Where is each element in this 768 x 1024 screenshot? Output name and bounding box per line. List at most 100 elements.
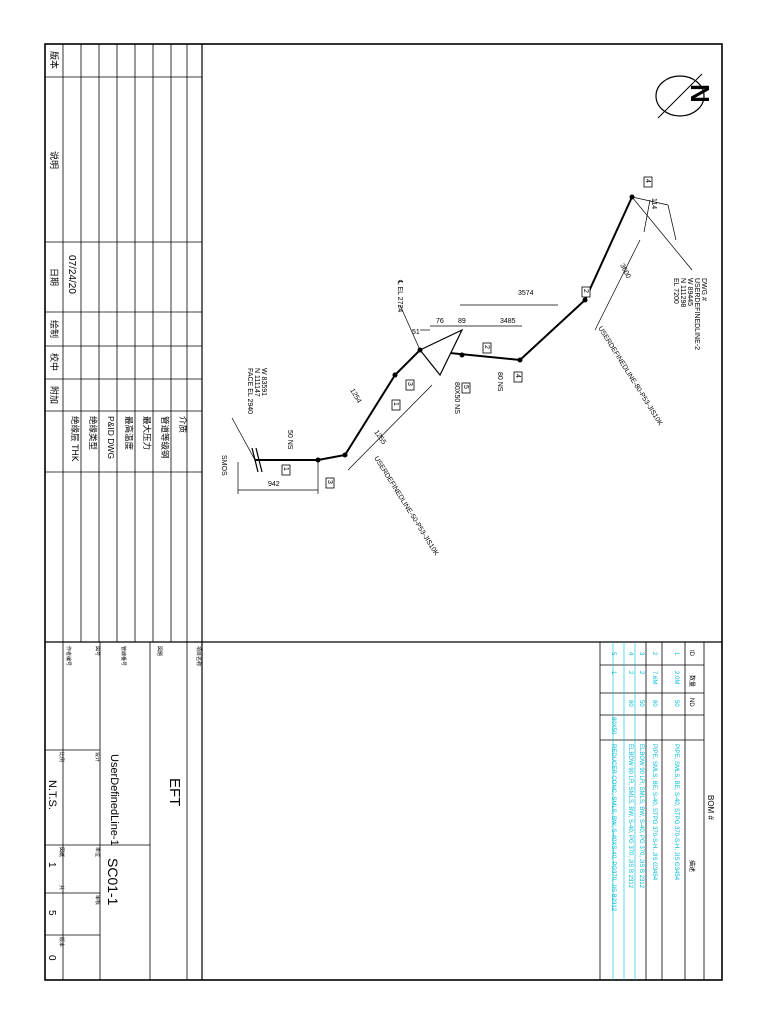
end-tag-line1: DWG # — [700, 278, 707, 301]
bom-row3-qty: 2 — [638, 671, 644, 675]
project-label: 項目名称 — [195, 646, 202, 666]
title-label: 図題 — [156, 646, 162, 656]
bom-lines — [612, 642, 636, 980]
bom-row2-id: 2 — [651, 652, 657, 656]
bom-row1-desc: PIPE, SMLS, BE, S-40, STPG 370-S-H, JIS … — [673, 744, 679, 881]
param-pid-dwg: P&ID DWG — [106, 416, 116, 459]
dim-51: 51 — [412, 329, 420, 336]
sheet-label: 図紙 — [58, 847, 65, 857]
bom-row1-nd: 50 — [673, 700, 679, 707]
sheet-frame — [44, 43, 723, 981]
scale-label: 比例 — [58, 752, 65, 762]
dim-942: 942 — [268, 481, 280, 488]
bom-row1-id: 1 — [673, 652, 679, 656]
revision-value: 0 — [46, 955, 57, 961]
bom-row2-qty: 7.6M — [651, 671, 657, 684]
bom-row4-desc: ELBOW 90 LR, SMLS, BW, S-40, PG 370, JIS… — [627, 744, 633, 889]
rev-header-approved: 附加 — [48, 386, 60, 404]
ns50-label: 50 NS — [286, 430, 293, 450]
sheet-of-value: 5 — [46, 910, 57, 916]
callouts: 4 2 2 4 5 3 1 3 1 — [281, 176, 653, 489]
bom-row5-nd: 80X50 — [610, 717, 616, 735]
bom-row1-qty: 2.0M — [673, 671, 679, 684]
rev-header-checked: 校中 — [48, 353, 60, 371]
callout-3-lower: 3 — [326, 480, 333, 484]
line-label-upper: USERDEFINEDLINE-80-P53-JIS10K — [596, 325, 663, 427]
rev-header-drawn: 绘制 — [48, 320, 60, 338]
dim-3574: 3574 — [518, 290, 534, 297]
bom-header-nd: ND — [688, 698, 694, 707]
callout-1-mid: 1 — [392, 402, 399, 406]
bom-text: BOM # ID 数量 ND 描述 1 2.0M 50 PIPE, SMLS, … — [610, 650, 715, 912]
param-max-temp: 最高温度 — [123, 416, 134, 451]
bom-table — [599, 641, 705, 980]
callout-2-mid: 2 — [483, 345, 490, 349]
author-label: 作者编号 — [65, 646, 72, 666]
bom-row4-qty: 2 — [627, 671, 633, 675]
dim-3485: 3485 — [500, 318, 516, 325]
reducer-label: 80X50 NS — [453, 382, 460, 414]
param-piping-class: 管道等级钢 — [159, 416, 170, 459]
line-label: 管線番号 — [120, 646, 127, 666]
rev-date-value: 07/24/20 — [66, 255, 77, 294]
callout-5: 5 — [462, 385, 469, 389]
rev-header-description: 说明 — [48, 151, 60, 169]
ns80-label: 80 NS — [496, 372, 503, 392]
scale-value: N.T.S. — [46, 780, 58, 810]
rev-header-date: 日期 — [48, 268, 59, 286]
end-tag-line5: EL 7200 — [672, 278, 679, 304]
bom-row5-id: 5 — [610, 652, 616, 656]
sheet-value: 1 — [46, 862, 57, 868]
end-tag-line3: W 89445 — [686, 278, 693, 306]
start-tag-line3: FACE EL 2940 — [246, 368, 253, 414]
bom-header-desc: 描述 — [688, 860, 696, 872]
bom-row5-desc: REDUCER CONC, SMLS, BW, S-40XS-40, PG370… — [610, 744, 616, 912]
dim-3600: 3600 — [618, 263, 631, 280]
north-arrow: N — [655, 73, 715, 119]
callout-4-mid: 4 — [514, 374, 521, 378]
version-label: 版本 — [58, 937, 65, 947]
param-medium: 介质 — [177, 416, 188, 434]
end-tag-line2: USERDEFINEDLINE-2 — [693, 278, 700, 350]
title-block-text: 項目名称 図題 管線番号 図号 作者编号 EFT UserDefinedLine… — [46, 646, 202, 961]
bom-row3-nd: 50 — [638, 700, 644, 707]
project-name: EFT — [166, 778, 183, 806]
dim-76: 76 — [436, 318, 444, 325]
callout-2-upper: 2 — [582, 289, 589, 293]
weld-points — [315, 194, 635, 463]
rev-header-version: 版本 — [48, 51, 60, 69]
dim-1254: 1254 — [348, 388, 362, 405]
pipe-route — [231, 196, 693, 494]
param-insulation-type: 绝缘类型 — [87, 416, 98, 451]
start-tag-line2: N 111147 — [253, 368, 260, 397]
design-label: 设计 — [94, 752, 101, 762]
centerline-elevation: ℄ EL 2724 — [396, 279, 403, 312]
unit-label: 单位 — [94, 847, 101, 857]
bom-row3-id: 3 — [638, 652, 644, 656]
revision-headers: 版本 说明 日期 绘制 校中 附加 07/24/20 — [48, 51, 77, 404]
bom-row4-nd: 80 — [627, 700, 633, 707]
bom-title: BOM # — [706, 795, 715, 820]
end-tag-line4: N 111298 — [679, 278, 686, 307]
bom-row3-desc: ELBOW 90 LR, SMLS, BW, S-40, PG 370, JIS… — [638, 744, 644, 889]
line-number: UserDefinedLine-1 — [108, 754, 120, 846]
dim-114: 114 — [650, 198, 657, 209]
sheets-label: 共 — [58, 885, 65, 890]
north-arrow-icon: N — [685, 84, 715, 103]
bom-header-id: ID — [688, 650, 694, 657]
bom-row4-id: 4 — [627, 652, 633, 656]
smos-label: SMOS — [220, 455, 227, 476]
drawing-number: SC01-1 — [105, 858, 121, 906]
dim-89: 89 — [458, 318, 466, 325]
bom-row2-nd: 80 — [651, 700, 657, 707]
params-table: 介质 管道等级钢 最大压力 最高温度 P&ID DWG 绝缘类型 绝缘层 THK — [69, 416, 188, 462]
line-label-lower: USERDEFINEDLINE-50-P53-JIS10K — [372, 455, 439, 557]
param-max-pressure: 最大压力 — [141, 416, 152, 450]
start-tag-line1: W 83591 — [260, 368, 267, 396]
param-insulation-thk: 绝缘层 THK — [69, 416, 80, 462]
bom-row5-qty: 1 — [610, 671, 616, 675]
drawing-no-label: 図号 — [94, 646, 100, 656]
checked-label: 审核 — [94, 895, 101, 905]
revision-table — [45, 44, 202, 642]
